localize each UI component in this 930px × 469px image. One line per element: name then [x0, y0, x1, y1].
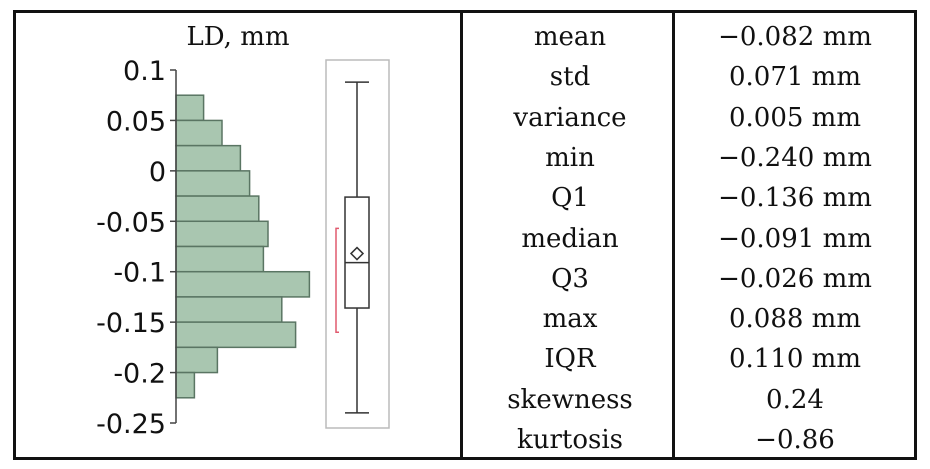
stat-row-kurtosis: kurtosis −0.86	[464, 420, 914, 460]
y-tick-label: -0.25	[96, 409, 166, 440]
stat-row-iqr: IQR 0.110 mm	[464, 339, 914, 379]
histogram-bar	[175, 270, 311, 298]
box-plot	[325, 59, 390, 429]
stat-row-std: std 0.071 mm	[464, 57, 914, 97]
ld-chart: LD, mm 0.1 0.05 0 -0.05 -0.1 -0.15 -0.2 -0.25	[96, 22, 390, 440]
y-tick-label: -0.1	[113, 258, 166, 289]
stat-label: kurtosis	[516, 425, 624, 455]
mean-ci-bracket	[335, 227, 339, 333]
histogram-bar	[175, 195, 260, 223]
stat-row-min: min −0.240 mm	[464, 138, 914, 178]
histogram-bar	[175, 346, 219, 374]
stats-table-frame: LD, mm 0.1 0.05 0 -0.05 -0.1 -0.15 -0.2 -0.25 m…	[13, 10, 917, 460]
stat-value: 0.110 mm	[728, 344, 861, 375]
stat-row-mean: mean −0.082 mm	[464, 17, 914, 57]
histogram-bar	[175, 296, 283, 323]
stat-label: variance	[513, 102, 627, 133]
histogram-bar	[175, 94, 205, 122]
stat-value: −0.136 mm	[718, 183, 872, 214]
y-tick-label: -0.15	[96, 308, 166, 339]
histogram-bar	[175, 144, 242, 172]
y-tick-label: -0.2	[113, 359, 166, 390]
stat-value: 0.005 mm	[728, 102, 861, 133]
stat-value: 0.088 mm	[728, 304, 861, 335]
histogram-bar	[175, 245, 265, 273]
stat-label: mean	[533, 22, 607, 52]
stat-value: −0.86	[755, 425, 835, 455]
mean-diamond	[349, 246, 365, 261]
y-tick-label: 0.05	[106, 106, 166, 137]
iqr-box	[344, 196, 370, 309]
stat-label: std	[549, 62, 591, 93]
histogram	[175, 94, 311, 399]
y-axis-ticks: 0.1 0.05 0 -0.05 -0.1 -0.15 -0.2 -0.25	[96, 56, 177, 440]
stat-row-skewness: skewness 0.24	[464, 380, 914, 420]
column-divider-1	[460, 13, 463, 457]
stat-label: max	[542, 304, 598, 335]
column-divider-2	[672, 13, 675, 457]
y-tick-label: 0	[149, 157, 166, 188]
stat-row-q1: Q1 −0.136 mm	[464, 178, 914, 218]
boxplot-panel	[325, 59, 390, 429]
histogram-bar	[175, 371, 196, 399]
stat-value: −0.091 mm	[718, 223, 872, 254]
stat-value: −0.026 mm	[718, 263, 872, 294]
stat-label: median	[521, 223, 619, 254]
stat-value: 0.24	[766, 384, 824, 415]
stat-label: min	[545, 142, 595, 173]
stat-label: skewness	[507, 384, 633, 415]
stat-value: −0.240 mm	[718, 142, 872, 173]
stat-label: Q1	[551, 183, 589, 214]
stat-row-max: max 0.088 mm	[464, 299, 914, 339]
stat-value: 0.071 mm	[728, 62, 861, 93]
histogram-bar	[175, 170, 251, 197]
stat-row-q3: Q3 −0.026 mm	[464, 259, 914, 299]
histogram-bar	[175, 321, 297, 349]
stat-row-variance: variance 0.005 mm	[464, 98, 914, 138]
stat-label: IQR	[544, 344, 596, 375]
histogram-bar	[175, 119, 223, 147]
histogram-bar	[175, 220, 269, 248]
chart-title: LD, mm	[186, 22, 289, 52]
y-tick-label: 0.1	[123, 56, 166, 87]
stat-label: Q3	[551, 263, 589, 294]
y-tick-label: -0.05	[96, 207, 166, 238]
stat-value: −0.082 mm	[718, 22, 872, 52]
stat-row-median: median −0.091 mm	[464, 219, 914, 259]
